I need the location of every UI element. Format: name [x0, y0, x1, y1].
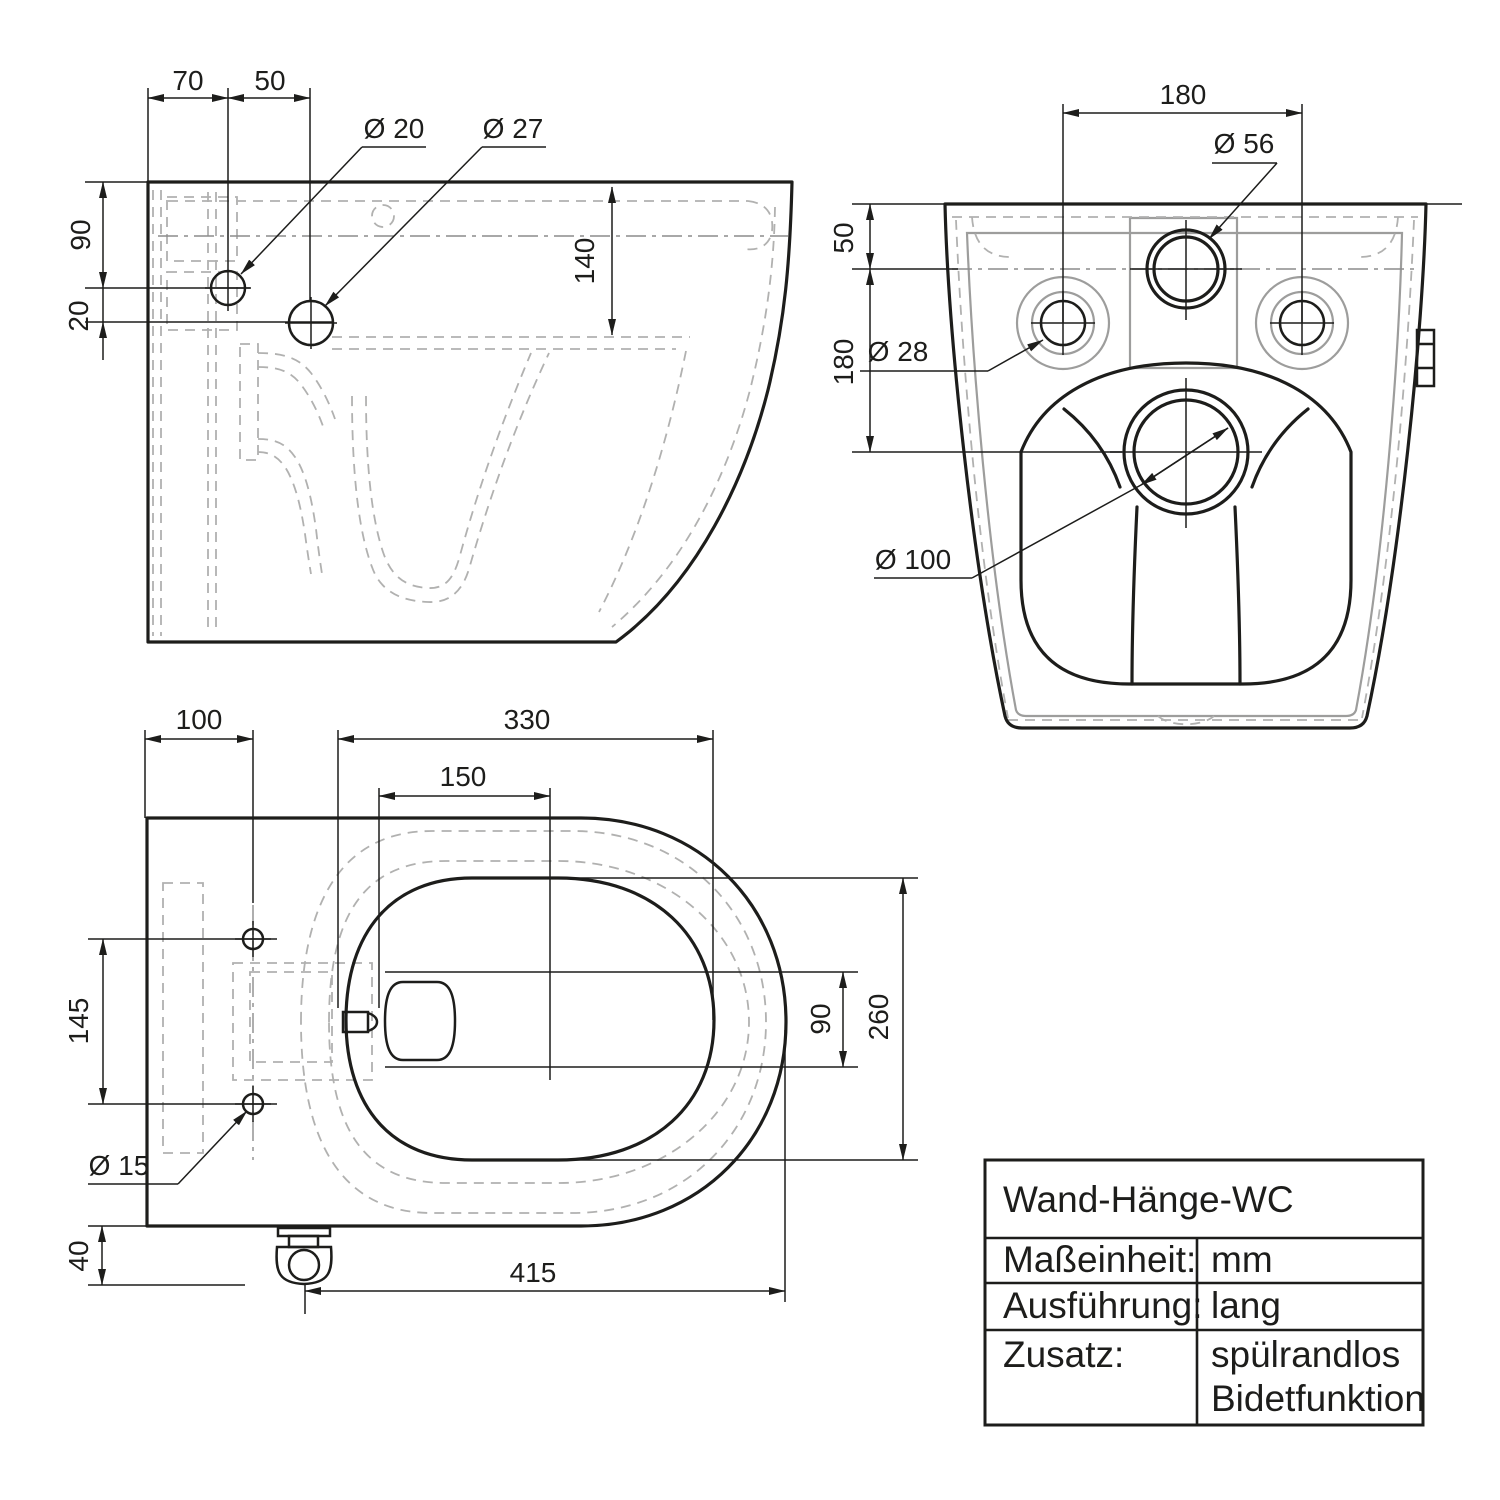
rear-leader-100	[874, 484, 1142, 579]
top-dim-330: 330	[504, 704, 551, 735]
rear-leader-56-arrow	[1208, 162, 1278, 240]
top-inner-bowl	[344, 876, 716, 1162]
side-dashed-wall	[611, 206, 776, 628]
top-dim-90: 90	[805, 1003, 836, 1034]
top-valve-neck	[287, 1234, 320, 1249]
top-dim-40: 40	[63, 1240, 94, 1271]
top-leader-15-arrow	[177, 1110, 248, 1185]
side-dim-dia27: Ø 27	[483, 113, 544, 144]
rear-view: 180 Ø 56 50 180 Ø 28 Ø 100	[828, 79, 1462, 730]
side-dashed-rim-hook	[744, 200, 774, 251]
top-bidet-nozzle-tip	[367, 1011, 379, 1033]
rear-body-outline	[943, 202, 1428, 730]
top-bidet-nozzle	[341, 1010, 370, 1034]
rear-inlet-recess	[1128, 216, 1239, 370]
side-body-outline	[146, 180, 794, 644]
side-dashed-spud	[371, 204, 395, 228]
side-dim-20: 20	[63, 300, 94, 331]
side-dashed-channel	[257, 451, 312, 575]
side-dim-140: 140	[569, 238, 600, 285]
spec-table-border	[983, 1158, 1425, 1427]
top-body-outline	[145, 816, 788, 1228]
rear-dashed-contour	[955, 219, 1009, 719]
spec-row-value-line2: Bidetfunktion	[1211, 1378, 1425, 1419]
top-extension-lines	[88, 938, 277, 1105]
side-dashed-trap	[351, 352, 550, 603]
side-dim-50: 50	[254, 65, 285, 96]
side-dashed-bowl-back	[598, 350, 687, 613]
rear-bowl-pocket	[1250, 407, 1310, 489]
spec-table-grid	[985, 1236, 1423, 1425]
side-leader-27-arrow	[324, 146, 483, 307]
side-view: 70 50 90 20 140 Ø 20 Ø 27	[63, 65, 794, 644]
top-valve-body	[275, 1245, 333, 1286]
side-dashed-mounting-box	[166, 196, 238, 262]
top-view: 100 330 150 145 Ø 15 40 415 90 260	[63, 704, 918, 1314]
top-dim-dia15: Ø 15	[89, 1150, 150, 1181]
spec-table: Wand-Hänge-WC Maßeinheit: mm Ausführung:…	[983, 1158, 1425, 1427]
spec-row-label: Ausführung:	[1003, 1285, 1203, 1326]
rear-inner-contour	[965, 231, 1404, 718]
top-valve-collar	[276, 1226, 332, 1238]
rear-dim-180: 180	[828, 339, 859, 386]
side-extension-lines	[85, 287, 332, 323]
side-dim-90: 90	[65, 219, 96, 250]
side-dashed-channel	[257, 352, 336, 420]
side-dashed-mounting-box	[166, 271, 238, 331]
top-shelf-lines	[385, 971, 858, 1068]
rear-drain-crosshair	[1110, 378, 1262, 528]
spec-row-value: mm	[1211, 1239, 1273, 1280]
top-dashed-seat-outer	[300, 830, 767, 1214]
rear-dashed-contour	[1361, 219, 1415, 719]
top-dashed-valve-box	[232, 962, 373, 1081]
top-dim-100: 100	[176, 704, 223, 735]
side-extension-lines	[85, 88, 311, 300]
top-extension-lines	[144, 730, 714, 1080]
top-jet-pocket	[383, 980, 457, 1062]
spec-row-value: spülrandlos	[1211, 1334, 1400, 1375]
rear-dim-dia56: Ø 56	[1214, 128, 1275, 159]
rear-inlet-crosshair	[1130, 220, 1242, 320]
side-dashed-channel	[257, 438, 323, 575]
spec-table-title: Wand-Hänge-WC	[1003, 1179, 1294, 1220]
rear-dim-100-arrow	[1140, 427, 1229, 486]
rear-extension-lines	[1062, 104, 1303, 323]
spec-row-label: Maßeinheit:	[1003, 1239, 1196, 1280]
top-dashed-seat-inner	[328, 860, 750, 1184]
top-dashed-wall-box	[162, 882, 204, 1154]
side-dim-dia20: Ø 20	[364, 113, 425, 144]
rear-bowl-outline	[1019, 361, 1353, 686]
top-dim-150: 150	[440, 761, 487, 792]
side-leader-20-arrow	[240, 146, 363, 275]
top-dim-415: 415	[510, 1257, 557, 1288]
rear-bowl-divider	[1130, 505, 1139, 686]
top-dim-145: 145	[63, 998, 94, 1045]
side-dashed-inlet-bracket	[239, 343, 259, 461]
rear-dashed-outlet	[1157, 715, 1215, 726]
side-dashed-trap	[365, 352, 532, 589]
top-extension-lines	[520, 877, 918, 1161]
top-extension-lines	[88, 1225, 245, 1286]
rear-dim-180top: 180	[1160, 79, 1207, 110]
spec-row-value: lang	[1211, 1285, 1281, 1326]
side-dashed-channel	[257, 366, 325, 430]
rear-leader-28-arrow	[987, 339, 1044, 372]
top-dashed-valve-box	[249, 971, 333, 1063]
side-hole-27-crosshair	[285, 297, 337, 349]
rear-dim-dia28: Ø 28	[868, 336, 929, 367]
rear-dim-50: 50	[828, 222, 859, 253]
rear-dashed-corner	[971, 216, 1015, 258]
side-dim-70: 70	[172, 65, 203, 96]
rear-dim-dia100: Ø 100	[875, 544, 951, 575]
spec-row-label: Zusatz:	[1003, 1334, 1124, 1375]
top-dim-260: 260	[863, 994, 894, 1041]
rear-bowl-divider	[1233, 505, 1242, 686]
rear-side-fitting	[1415, 328, 1436, 388]
rear-bowl-pocket	[1062, 407, 1122, 489]
top-valve-port	[287, 1248, 321, 1282]
rear-dashed-corner	[1355, 216, 1399, 258]
